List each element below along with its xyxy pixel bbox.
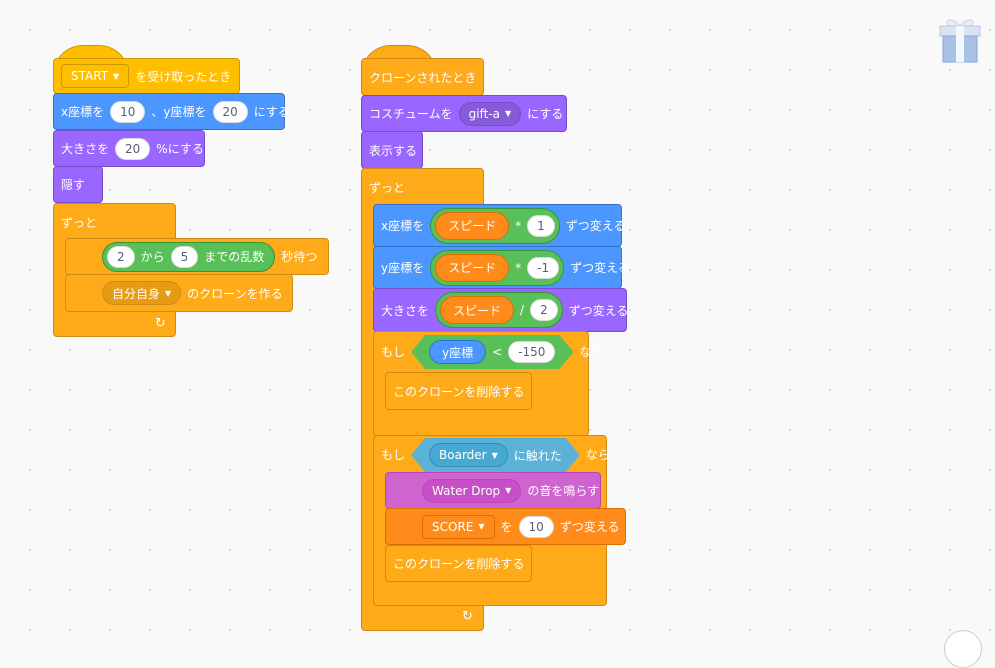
multiply-operator[interactable]: スピード * 1 xyxy=(430,207,560,244)
block-label: なら xyxy=(585,448,610,462)
change-y-block[interactable]: y座標を スピード * -1 ずつ変える xyxy=(373,246,630,289)
block-label: x座標を xyxy=(61,105,105,119)
value-input[interactable]: -150 xyxy=(508,341,555,363)
block-label: なら xyxy=(579,345,604,359)
block-label: このクローンを削除する xyxy=(393,557,525,571)
dropdown-value: gift-a xyxy=(468,106,501,121)
less-than-operator[interactable]: y座標 < -150 xyxy=(411,335,573,369)
x-input[interactable]: 10 xyxy=(110,100,146,123)
block-label: にする xyxy=(527,107,564,121)
block-label: 秒待つ xyxy=(281,250,318,264)
dropdown-value: Boarder xyxy=(439,448,487,462)
operator-symbol: / xyxy=(520,303,525,317)
random-operator[interactable]: 2 から 5 までの乱数 xyxy=(102,241,276,272)
y-position-reporter[interactable]: y座標 xyxy=(429,340,486,364)
when-cloned-block[interactable]: クローンされたとき xyxy=(361,58,484,96)
block-label: ずつ変える xyxy=(570,261,630,275)
costume-dropdown[interactable]: gift-a ▼ xyxy=(458,101,522,126)
block-label: %にする xyxy=(156,142,204,156)
speed-variable[interactable]: スピード xyxy=(440,296,515,324)
block-label: コスチュームを xyxy=(369,107,453,121)
sound-dropdown[interactable]: Water Drop ▼ xyxy=(422,478,522,503)
multiply-operator[interactable]: スピード * -1 xyxy=(430,249,565,286)
change-size-block[interactable]: 大きさを スピード / 2 ずつ変える xyxy=(373,288,629,332)
block-label: ずっと xyxy=(369,181,406,195)
block-label: を xyxy=(500,520,513,534)
broadcast-dropdown[interactable]: START ▼ xyxy=(61,64,130,88)
block-label: 表示する xyxy=(369,143,418,158)
chevron-down-icon: ▼ xyxy=(491,450,498,460)
touching-target-dropdown[interactable]: Boarder ▼ xyxy=(429,443,508,467)
block-label: y座標を xyxy=(381,261,425,275)
dropdown-value: 自分自身 xyxy=(112,286,161,301)
chevron-down-icon: ▼ xyxy=(478,522,485,531)
wait-block[interactable]: 2 から 5 までの乱数 秒待つ xyxy=(65,238,329,275)
dropdown-value: START xyxy=(71,69,109,83)
clone-target-dropdown[interactable]: 自分自身 ▼ xyxy=(102,281,182,305)
value-input[interactable]: -1 xyxy=(527,256,560,279)
value-input[interactable]: 2 xyxy=(530,299,558,321)
block-label: までの乱数 xyxy=(204,250,265,264)
speed-variable[interactable]: スピード xyxy=(435,211,510,240)
block-label: ずつ変える xyxy=(559,520,620,534)
block-label: 、y座標を xyxy=(151,105,207,119)
block-label: このクローンを削除する xyxy=(393,384,525,399)
operator-symbol: * xyxy=(515,218,522,233)
block-label: を受け取ったとき xyxy=(135,69,232,84)
block-label: もし xyxy=(381,345,406,359)
chevron-down-icon: ▼ xyxy=(165,288,172,298)
switch-costume-block[interactable]: コスチュームを gift-a ▼ にする xyxy=(361,95,567,132)
to-input[interactable]: 5 xyxy=(170,245,199,268)
change-x-block[interactable]: x座標を スピード * 1 ずつ変える xyxy=(373,204,625,247)
chevron-down-icon: ▼ xyxy=(505,109,512,118)
dropdown-value: SCORE xyxy=(432,519,474,534)
loop-arrow-icon: ↻ xyxy=(462,609,473,624)
block-label: 隠す xyxy=(61,178,86,192)
block-label: ずつ変える xyxy=(565,219,626,233)
loop-arrow-icon: ↻ xyxy=(155,316,166,331)
block-label: から xyxy=(140,250,165,264)
zoom-reset-button[interactable] xyxy=(944,630,982,668)
block-label: もし xyxy=(381,448,406,462)
gift-icon[interactable] xyxy=(935,14,985,64)
variable-dropdown[interactable]: SCORE ▼ xyxy=(422,514,495,539)
block-label: の音を鳴らす xyxy=(527,484,600,498)
size-input[interactable]: 20 xyxy=(115,137,151,160)
delete-clone-block[interactable]: このクローンを削除する xyxy=(385,372,532,410)
block-label: ずっと xyxy=(61,216,98,230)
operator-symbol: * xyxy=(515,260,522,275)
chevron-down-icon: ▼ xyxy=(113,71,120,81)
dropdown-value: Water Drop xyxy=(432,483,501,498)
operator-symbol: < xyxy=(492,345,503,359)
gift-icon-graphic xyxy=(939,19,981,63)
touching-sensor[interactable]: Boarder ▼ に触れた xyxy=(411,438,580,472)
show-block[interactable]: 表示する xyxy=(361,131,423,169)
play-sound-block[interactable]: Water Drop ▼ の音を鳴らす xyxy=(385,472,601,509)
value-input[interactable]: 10 xyxy=(518,515,554,538)
hide-block[interactable]: 隠す xyxy=(53,166,103,203)
create-clone-block[interactable]: 自分自身 ▼ のクローンを作る xyxy=(65,274,293,312)
block-label: クローンされたとき xyxy=(369,70,477,85)
change-variable-block[interactable]: SCORE ▼ を 10 ずつ変える xyxy=(385,508,626,545)
divide-operator[interactable]: スピード / 2 xyxy=(435,292,563,328)
chevron-down-icon: ▼ xyxy=(505,486,512,495)
block-label: ずつ変える xyxy=(568,303,629,318)
delete-clone-block[interactable]: このクローンを削除する xyxy=(385,545,532,582)
go-to-xy-block[interactable]: x座標を 10 、y座標を 20 にする xyxy=(53,93,290,130)
block-label: x座標を xyxy=(381,219,425,233)
block-label: 大きさを xyxy=(381,303,430,318)
set-size-block[interactable]: 大きさを 20 %にする xyxy=(53,130,205,167)
speed-variable[interactable]: スピード xyxy=(435,253,510,282)
value-input[interactable]: 1 xyxy=(527,214,555,237)
when-broadcast-received-block[interactable]: START ▼ を受け取ったとき xyxy=(53,58,240,94)
block-label: 大きさを xyxy=(61,142,110,156)
from-input[interactable]: 2 xyxy=(107,245,135,268)
y-input[interactable]: 20 xyxy=(212,100,248,123)
block-label: にする xyxy=(253,105,290,119)
block-label: のクローンを作る xyxy=(187,286,283,301)
block-label: に触れた xyxy=(513,448,562,463)
